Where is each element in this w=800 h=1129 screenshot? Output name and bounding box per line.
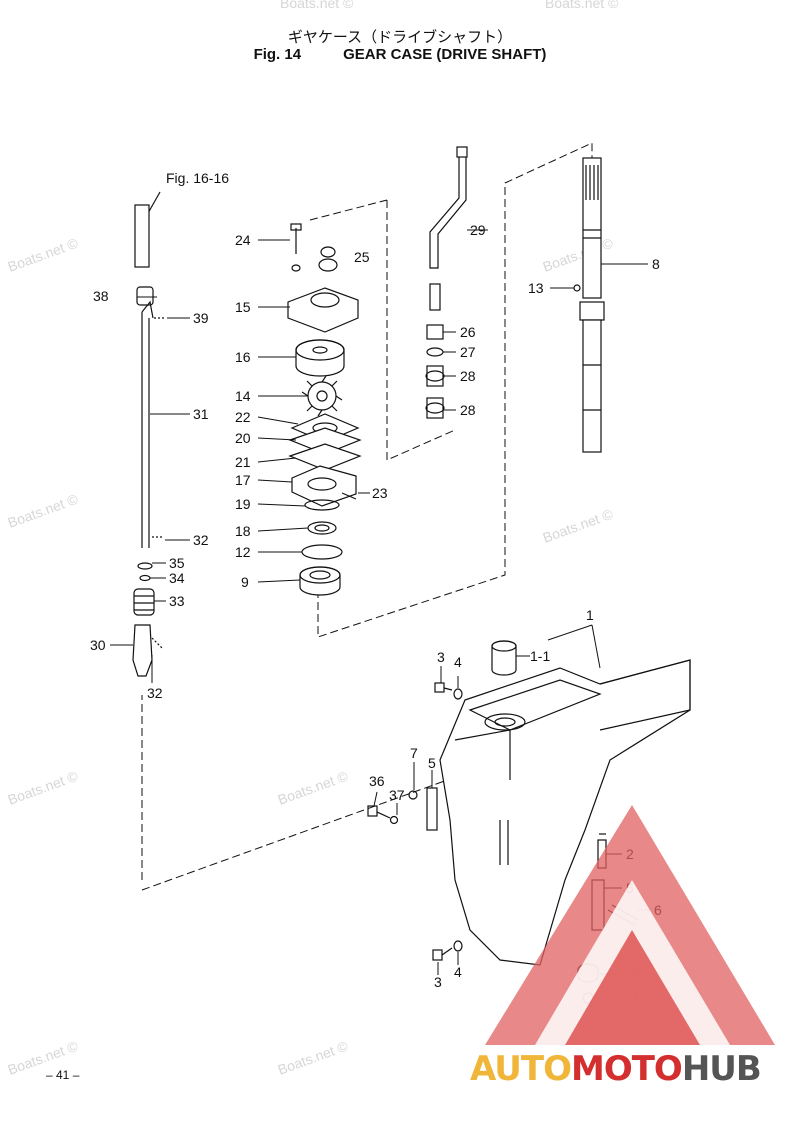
watermark: Boats.net © — [545, 0, 619, 11]
label-12: 12 — [235, 544, 251, 560]
watermark: Boats.net © — [280, 0, 354, 11]
label-16: 16 — [235, 349, 251, 365]
label-36: 36 — [369, 773, 385, 789]
logo-part1: AUTO — [470, 1049, 571, 1089]
watermark: Boats.net © — [541, 505, 616, 545]
svg-text:AUTOMOTOHUB: AUTOMOTOHUB — [470, 1049, 761, 1089]
label-23: 23 — [372, 485, 388, 501]
label-32: 32 — [193, 532, 209, 548]
label-22: 22 — [235, 409, 251, 425]
assembly-guide-lines — [141, 142, 593, 891]
label-29: 29 — [470, 222, 486, 238]
label-34: 34 — [169, 570, 185, 586]
figure-title: GEAR CASE (DRIVE SHAFT) — [343, 46, 547, 63]
reference-label: Fig. 16-16 — [166, 170, 229, 186]
label-17: 17 — [235, 472, 251, 488]
label-7: 7 — [410, 745, 418, 761]
label-37: 37 — [389, 787, 405, 803]
label-25: 25 — [354, 249, 370, 265]
label-15: 15 — [235, 299, 251, 315]
label-28: 28 — [460, 402, 476, 418]
label-33: 33 — [169, 593, 185, 609]
page-number: – 41 – — [46, 1068, 80, 1082]
label-14: 14 — [235, 388, 251, 404]
label-9: 9 — [241, 574, 249, 590]
label-5: 5 — [428, 755, 436, 771]
label-4: 4 — [454, 964, 462, 980]
label-3: 3 — [437, 649, 445, 665]
gear-case-housing — [439, 659, 691, 966]
logo-part2: MOTO — [571, 1049, 682, 1089]
label-32: 32 — [147, 685, 163, 701]
shift-rod-assembly — [132, 191, 166, 677]
label-1: 1 — [586, 607, 594, 623]
watermark: Boats.net © — [6, 234, 81, 274]
label-4: 4 — [454, 654, 462, 670]
water-pump-assembly — [287, 223, 362, 596]
leader-lines — [110, 229, 650, 999]
label-19: 19 — [235, 496, 251, 512]
label-13: 13 — [528, 280, 544, 296]
figure-number: Fig. 14 — [253, 46, 302, 63]
label-31: 31 — [193, 406, 209, 422]
label-20: 20 — [235, 430, 251, 446]
drive-shaft — [573, 157, 605, 453]
watermark: Boats.net © — [541, 234, 616, 274]
part-labels: Fig. 16-16 38 39 31 32 35 34 33 30 32 24… — [90, 170, 662, 1006]
label-24: 24 — [235, 232, 251, 248]
label-39: 39 — [193, 310, 209, 326]
label-35: 35 — [169, 555, 185, 571]
title-english: Fig. 14 GEAR CASE (DRIVE SHAFT) — [0, 46, 800, 63]
label-38: 38 — [93, 288, 109, 304]
label-8: 8 — [652, 256, 660, 272]
label-30: 30 — [90, 637, 106, 653]
label-28: 28 — [460, 368, 476, 384]
logo-part3: HUB — [682, 1049, 761, 1089]
autmotohub-logo: AUTOMOTOHUB — [470, 805, 775, 1089]
label-27: 27 — [460, 344, 476, 360]
title-japanese: ギヤケース（ドライブシャフト） — [287, 28, 513, 46]
watermark: Boats.net © — [276, 767, 351, 807]
bushing — [491, 640, 517, 676]
label-21: 21 — [235, 454, 251, 470]
watermark: Boats.net © — [6, 767, 81, 807]
label-1-1: 1-1 — [530, 648, 550, 664]
watermark: Boats.net © — [6, 490, 81, 530]
label-18: 18 — [235, 523, 251, 539]
watermark: Boats.net © — [276, 1037, 351, 1077]
label-3: 3 — [434, 974, 442, 990]
label-26: 26 — [460, 324, 476, 340]
